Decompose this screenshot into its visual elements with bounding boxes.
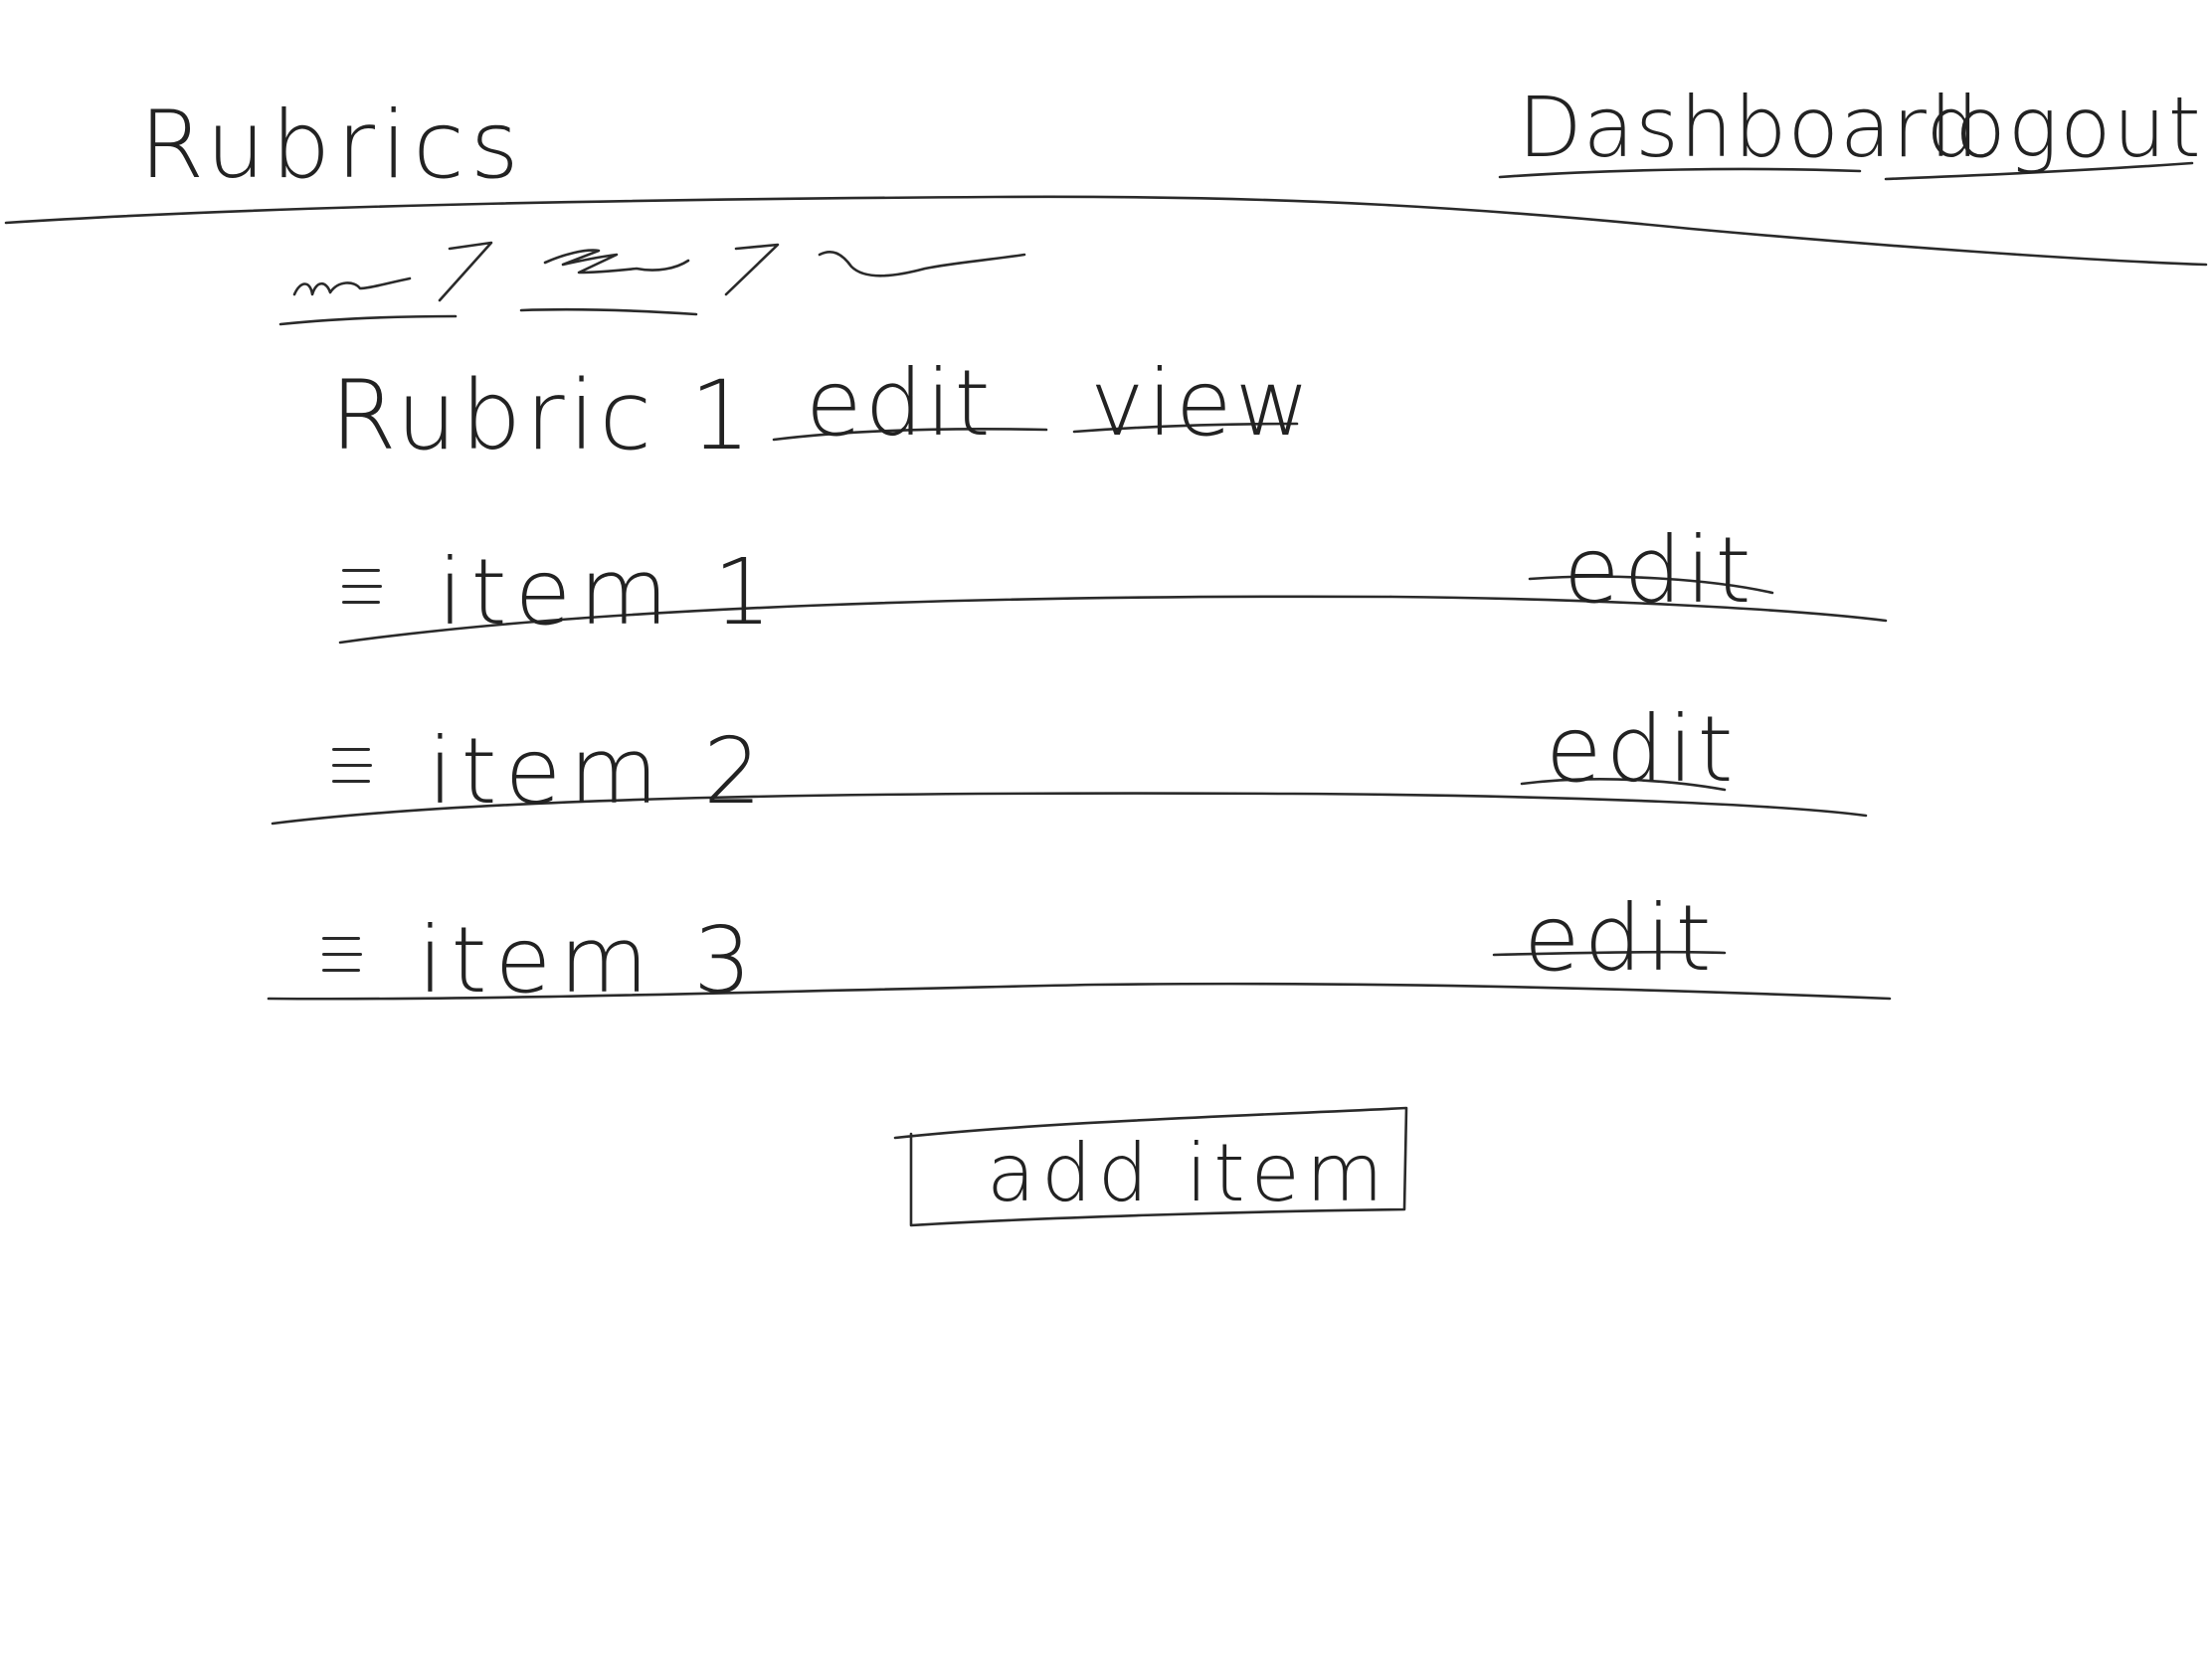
nav-dashboard-link[interactable]: Dashboard bbox=[1518, 79, 1980, 176]
item-label: item 3 bbox=[418, 907, 760, 1014]
nav-logout-link[interactable]: logout bbox=[1930, 79, 2203, 176]
item-edit-link[interactable]: edit bbox=[1524, 885, 1716, 992]
breadcrumb bbox=[278, 239, 1034, 328]
rubric-title: Rubric 1 bbox=[330, 360, 755, 471]
rubric-edit-link[interactable]: edit bbox=[806, 350, 994, 457]
drag-handle-icon[interactable] bbox=[328, 744, 378, 792]
drag-handle-icon[interactable] bbox=[318, 933, 368, 981]
page-title: Rubrics bbox=[139, 92, 525, 200]
chevron-right-icon bbox=[721, 239, 781, 318]
chevron-right-icon bbox=[462, 239, 522, 318]
list-item: item 2 edit bbox=[328, 696, 1880, 845]
breadcrumb-item-2[interactable] bbox=[522, 239, 701, 318]
add-item-button-label: add item bbox=[987, 1127, 1389, 1219]
item-label: item 2 bbox=[428, 718, 770, 825]
list-item: item 1 edit bbox=[338, 517, 1890, 666]
add-item-button[interactable]: add item bbox=[907, 1124, 1404, 1223]
rubric-view-link[interactable]: view bbox=[1090, 350, 1313, 457]
item-edit-link[interactable]: edit bbox=[1546, 696, 1738, 803]
item-label: item 1 bbox=[438, 539, 780, 645]
list-item: item 3 edit bbox=[318, 885, 1890, 1034]
breadcrumb-item-1[interactable] bbox=[278, 239, 458, 318]
item-edit-link[interactable]: edit bbox=[1564, 517, 1755, 624]
drag-handle-icon[interactable] bbox=[338, 565, 388, 613]
breadcrumb-item-3 bbox=[855, 239, 1054, 318]
